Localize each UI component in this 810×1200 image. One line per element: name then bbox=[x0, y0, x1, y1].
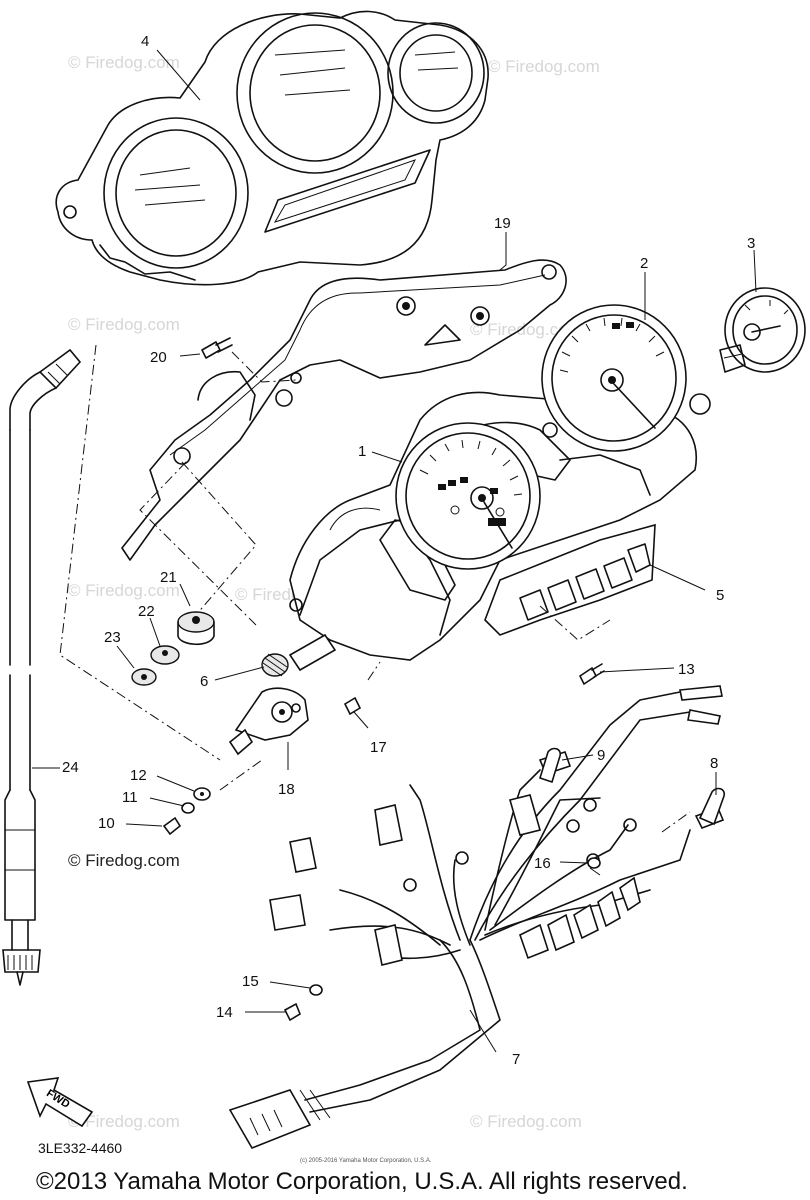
watermark: © Firedog.com bbox=[470, 1112, 582, 1131]
callout-8: 8 bbox=[710, 755, 718, 772]
speedometer-cable bbox=[2, 348, 82, 986]
bulb-8 bbox=[698, 787, 726, 826]
bulb-9 bbox=[539, 747, 562, 784]
collar-23 bbox=[131, 668, 157, 686]
washer-15 bbox=[309, 984, 323, 996]
leader-line bbox=[649, 564, 706, 591]
watermark: © Firedog.com bbox=[68, 315, 180, 334]
screw-part-20 bbox=[201, 337, 233, 359]
leader-line bbox=[149, 797, 185, 807]
leader-line bbox=[561, 754, 594, 761]
assembly-line bbox=[367, 661, 381, 681]
assembly-line bbox=[139, 461, 257, 626]
callout-23: 23 bbox=[104, 629, 121, 646]
callout-2: 2 bbox=[640, 255, 648, 272]
grommet-21 bbox=[177, 611, 215, 646]
callout-9: 9 bbox=[597, 747, 605, 764]
watermark: © Firedog.com bbox=[488, 57, 600, 76]
assembly-line bbox=[59, 344, 221, 761]
leader-line bbox=[156, 49, 201, 101]
assembly-line bbox=[661, 811, 691, 833]
callout-18: 18 bbox=[278, 781, 295, 798]
meter-bracket bbox=[121, 259, 567, 561]
callout-4: 4 bbox=[141, 33, 149, 50]
watermark: © Firedog.com bbox=[68, 851, 180, 870]
fwd-arrow: FWD bbox=[26, 1077, 94, 1128]
speedometer-gear bbox=[261, 633, 337, 677]
screw-part-13 bbox=[578, 663, 605, 686]
callout-21: 21 bbox=[160, 569, 177, 586]
callout-10: 10 bbox=[98, 815, 115, 832]
gear-unit bbox=[228, 687, 309, 756]
watermark: © Firedog.com bbox=[68, 1112, 180, 1131]
callout-19: 19 bbox=[494, 215, 511, 232]
callout-20: 20 bbox=[150, 349, 167, 366]
leader-line bbox=[753, 249, 757, 293]
tachometer bbox=[541, 304, 711, 452]
copyright-footer: ©2013 Yamaha Motor Corporation, U.S.A. A… bbox=[36, 1168, 688, 1195]
leader-line bbox=[599, 667, 675, 673]
leader-line bbox=[149, 617, 161, 647]
callout-15: 15 bbox=[242, 973, 259, 990]
watermark: © Firedog.com bbox=[68, 53, 180, 72]
callout-5: 5 bbox=[716, 587, 724, 604]
leader-line bbox=[125, 823, 163, 827]
assembly-line bbox=[219, 759, 263, 791]
screw-part-14 bbox=[283, 1002, 301, 1022]
leader-line bbox=[179, 583, 191, 607]
washer-12 bbox=[193, 787, 211, 801]
leader-line bbox=[353, 711, 369, 729]
callout-14: 14 bbox=[216, 1004, 233, 1021]
leader-line bbox=[156, 775, 195, 792]
callout-16: 16 bbox=[534, 855, 551, 872]
callout-22: 22 bbox=[138, 603, 155, 620]
leader-line bbox=[116, 645, 135, 669]
callout-3: 3 bbox=[747, 235, 755, 252]
washer-16 bbox=[587, 857, 601, 869]
callout-6: 6 bbox=[200, 673, 208, 690]
screw-part-17 bbox=[343, 696, 362, 716]
leader-line bbox=[214, 666, 265, 681]
speedometer bbox=[395, 422, 541, 570]
callout-7: 7 bbox=[512, 1051, 520, 1068]
callout-11: 11 bbox=[122, 789, 138, 806]
leader-line bbox=[499, 232, 507, 271]
callout-1: 1 bbox=[358, 443, 366, 460]
wire-harness bbox=[228, 685, 725, 1149]
temperature-gauge bbox=[719, 287, 806, 373]
leader-line bbox=[371, 451, 403, 463]
indicator-panel bbox=[484, 523, 656, 636]
washer-11 bbox=[181, 802, 195, 814]
leader-line bbox=[559, 861, 589, 864]
callout-13: 13 bbox=[678, 661, 695, 678]
diagram-part-code: 3LE332-4460 bbox=[38, 1140, 123, 1156]
leader-line bbox=[469, 1009, 497, 1053]
leader-line bbox=[269, 981, 311, 989]
callout-17: 17 bbox=[370, 739, 387, 756]
tiny-copyright: (c) 2005-2016 Yamaha Motor Corporation, … bbox=[300, 1158, 432, 1164]
meter-cover bbox=[55, 10, 489, 286]
damper-22 bbox=[150, 645, 180, 665]
watermark: © Firedog.com bbox=[470, 320, 582, 339]
callout-12: 12 bbox=[130, 767, 147, 784]
bolt-10 bbox=[162, 816, 182, 836]
callout-24: 24 bbox=[62, 759, 79, 776]
watermark: © Firedog.com bbox=[68, 581, 180, 600]
leader-line bbox=[179, 353, 201, 357]
assembly-line bbox=[231, 351, 297, 383]
